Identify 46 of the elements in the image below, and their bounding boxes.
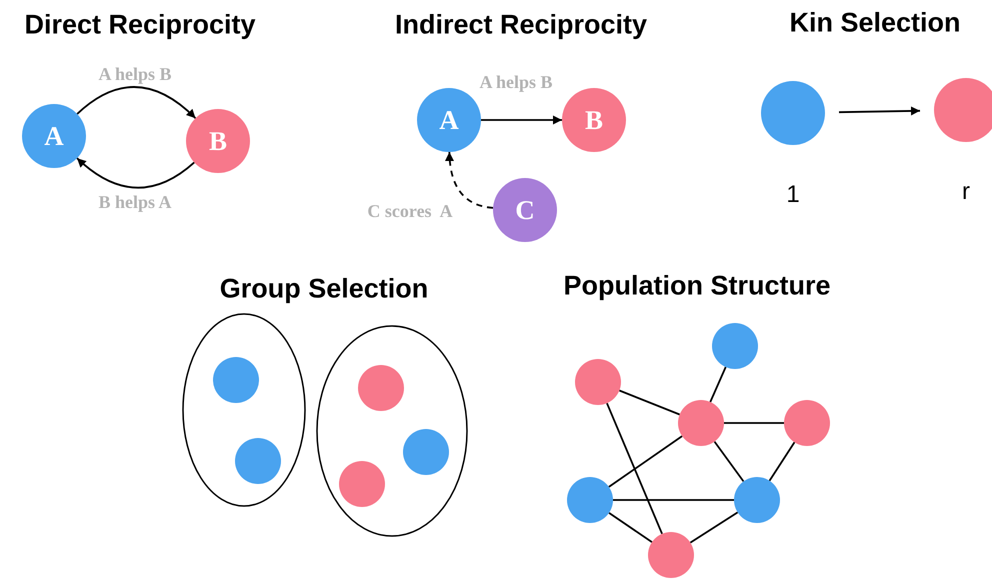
individual-circle: [712, 323, 758, 369]
panel-title: Direct Reciprocity: [24, 12, 256, 38]
arrow: [481, 116, 562, 124]
connection-line: [613, 499, 734, 501]
connection-line: [709, 366, 727, 402]
individual-circle: [213, 357, 259, 403]
node-letter: A: [439, 106, 459, 134]
group-ellipse: [182, 313, 306, 507]
node-letter: B: [584, 106, 603, 134]
connection-line: [619, 390, 680, 416]
edge-label: B helps A: [98, 193, 172, 211]
connection-line: [768, 442, 796, 482]
node-letter: A: [44, 122, 64, 150]
edge-label: C scores A: [367, 202, 453, 220]
edge-label: A helps B: [479, 73, 553, 91]
connection-line: [608, 435, 683, 488]
panel-title: Kin Selection: [789, 10, 961, 36]
edge-label: A helps B: [98, 65, 172, 83]
panel-title: Group Selection: [220, 276, 428, 302]
individual-circle: [235, 438, 281, 484]
connection-line: [690, 512, 738, 544]
individual-circle: [575, 359, 621, 405]
individual-circle: [403, 429, 449, 475]
individual-circle: [648, 532, 694, 578]
panel-title: Population Structure: [564, 272, 830, 300]
node-letter: C: [515, 196, 535, 224]
individual-circle: [678, 400, 724, 446]
individual-circle: [22, 104, 86, 168]
arrow: [76, 158, 195, 189]
relatedness-label: 1: [786, 183, 800, 207]
node-letter: B: [208, 128, 227, 154]
group-ellipse: [316, 325, 468, 537]
individual-circle: [339, 461, 385, 507]
connection-line: [608, 512, 652, 543]
individual-circle: [784, 400, 830, 446]
individual-circle: [358, 365, 404, 411]
arrow: [445, 152, 494, 209]
relatedness-label: r: [962, 180, 970, 204]
panel-title: Indirect Reciprocity: [394, 12, 648, 38]
arrow: [838, 106, 920, 116]
connection-line: [606, 402, 663, 534]
individual-circle: [734, 477, 780, 523]
individual-circle: [567, 477, 613, 523]
connection-line: [724, 422, 784, 424]
arrow: [76, 86, 196, 119]
connection-line: [714, 441, 744, 482]
